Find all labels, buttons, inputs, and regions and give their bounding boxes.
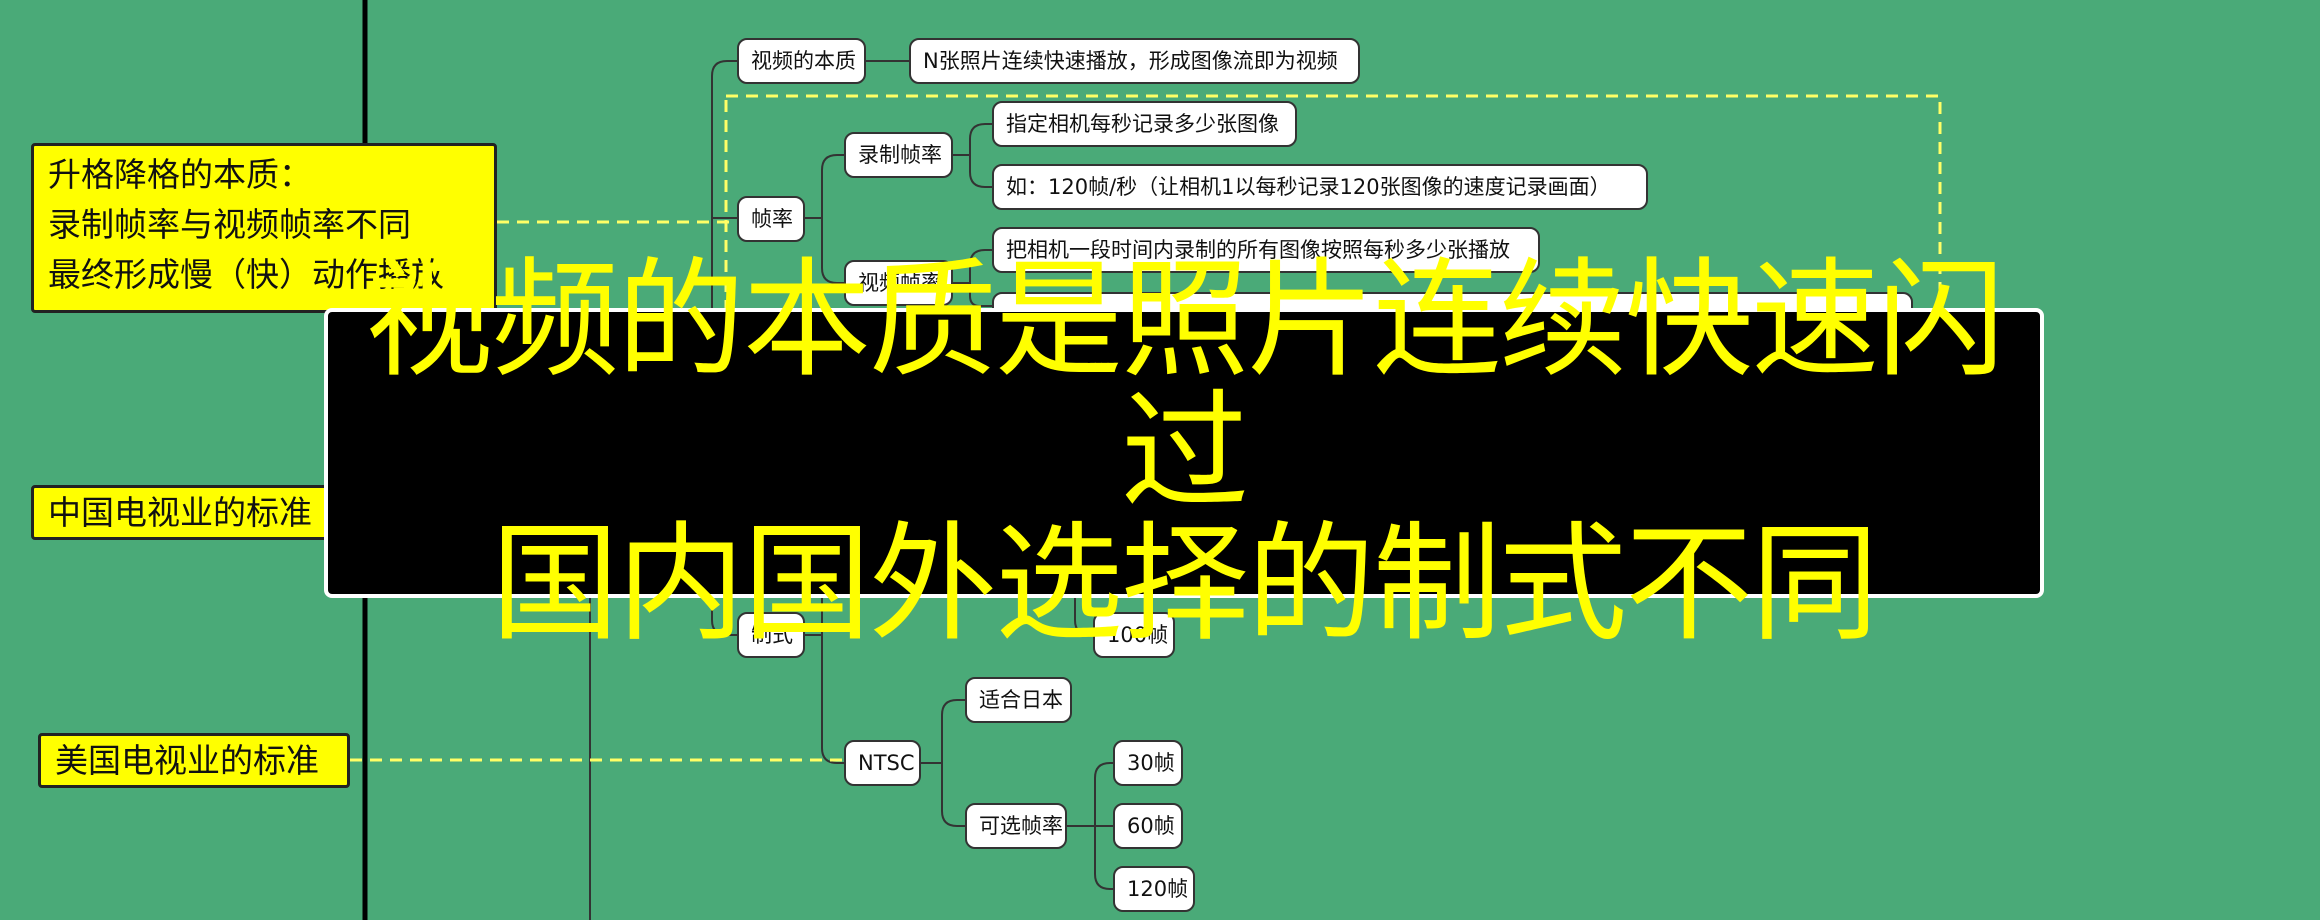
node-ntsc-60[interactable]: 60帧 bbox=[1113, 803, 1183, 849]
node-ntsc-japan[interactable]: 适合日本 bbox=[965, 677, 1072, 723]
node-ntsc-30[interactable]: 30帧 bbox=[1113, 740, 1183, 786]
link-record-example bbox=[969, 155, 992, 188]
node-video-essence[interactable]: 视频的本质 bbox=[737, 38, 866, 84]
node-video-rate[interactable]: 视频帧率 bbox=[844, 260, 953, 306]
link-root-standard bbox=[711, 218, 737, 636]
link-options-120 bbox=[1094, 826, 1113, 890]
note-speed-change-line-1: 升格降格的本质： bbox=[48, 155, 312, 194]
caption-line-1: 视频的本质是照片连续快速闪过 bbox=[364, 246, 2005, 527]
node-ntsc-options[interactable]: 可选帧率 bbox=[965, 803, 1067, 849]
link-video-next bbox=[969, 283, 992, 307]
link-standard-ntsc bbox=[805, 634, 844, 764]
node-record-rate-example[interactable]: 如：120帧/秒（让相机1以每秒记录120张图像的速度记录画面） bbox=[992, 164, 1648, 210]
node-video-essence-desc[interactable]: N张照片连续快速播放，形成图像流即为视频 bbox=[909, 38, 1360, 84]
link-root-essence bbox=[711, 60, 737, 218]
caption-overlay: 视频的本质是照片连续快速闪过 国内国外选择的制式不同 bbox=[324, 255, 2044, 651]
link-options-30 bbox=[1067, 762, 1113, 827]
link-video-desc bbox=[953, 249, 992, 284]
node-ntsc[interactable]: NTSC bbox=[844, 740, 921, 786]
node-record-rate-desc[interactable]: 指定相机每秒记录多少张图像 bbox=[992, 101, 1297, 147]
node-video-rate-desc[interactable]: 把相机一段时间内录制的所有图像按照每秒多少张播放 bbox=[992, 227, 1540, 273]
node-record-rate[interactable]: 录制帧率 bbox=[844, 132, 953, 178]
node-pal-100[interactable]: 100帧 bbox=[1093, 612, 1175, 658]
node-frame-rate[interactable]: 帧率 bbox=[737, 196, 805, 242]
note-speed-change-line-3: 最终形成慢（快）动作播放 bbox=[48, 255, 444, 294]
note-us-standard[interactable]: 美国电视业的标准 bbox=[38, 733, 350, 788]
link-framerate-record bbox=[805, 154, 844, 219]
note-speed-change-line-2: 录制帧率与视频帧率不同 bbox=[48, 205, 411, 244]
node-standard[interactable]: 制式 bbox=[737, 612, 805, 658]
caption-line-2: 国内国外选择的制式不同 bbox=[490, 510, 1879, 659]
node-ntsc-120[interactable]: 120帧 bbox=[1113, 866, 1195, 912]
link-pal-100 bbox=[1074, 598, 1093, 636]
note-speed-change[interactable]: 升格降格的本质： 录制帧率与视频帧率不同 最终形成慢（快）动作播放 bbox=[31, 143, 497, 313]
link-ntsc-options bbox=[941, 763, 965, 827]
link-framerate-video bbox=[821, 218, 844, 284]
link-ntsc-japan bbox=[921, 699, 965, 764]
link-record-desc bbox=[953, 123, 992, 156]
note-china-standard[interactable]: 中国电视业的标准 bbox=[31, 485, 333, 540]
